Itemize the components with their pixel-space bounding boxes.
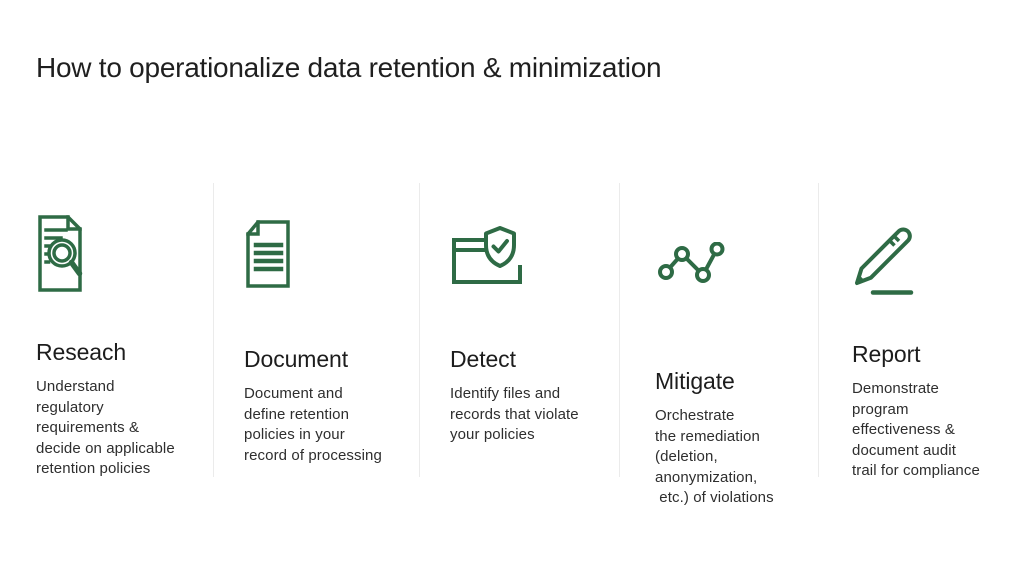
folder-shield-check-icon (452, 226, 522, 284)
step-title: Reseach (36, 339, 127, 365)
step-column-document: Document Document and define retention p… (244, 183, 419, 466)
graph-nodes-icon (658, 242, 725, 283)
column-divider (619, 183, 620, 477)
step-description: Understand regulatory requirements & dec… (36, 378, 175, 478)
step-description: Orchestrate the remediation (deletion, a… (655, 407, 774, 507)
document-magnifier-icon (38, 215, 83, 292)
icon-area (655, 242, 830, 354)
step-column-mitigate: Mitigate Orchestrate the remediation (de… (655, 183, 830, 509)
step-description: Document and define retention policies i… (244, 385, 382, 464)
step-description: Identify files and records that violate … (450, 385, 579, 444)
icon-area (852, 215, 1012, 327)
step-column-report: Report Demonstrate program effectiveness… (852, 183, 1012, 482)
step-column-detect: Detect Identify files and records that v… (450, 183, 625, 446)
slide-title: How to operationalize data retention & m… (36, 52, 662, 83)
pencil-icon (855, 227, 914, 295)
step-column-research: Reseach Understand regulatory requiremen… (36, 183, 211, 480)
document-icon (246, 220, 290, 288)
icon-area (244, 220, 419, 332)
step-title: Mitigate (655, 368, 735, 394)
step-description: Demonstrate program effectiveness & docu… (852, 380, 980, 480)
column-divider (818, 183, 819, 477)
step-title: Detect (450, 346, 516, 372)
icon-area (450, 220, 625, 332)
step-title: Report (852, 341, 921, 367)
column-divider (213, 183, 214, 477)
step-title: Document (244, 346, 349, 372)
icon-area (36, 213, 211, 325)
column-divider (419, 183, 420, 477)
